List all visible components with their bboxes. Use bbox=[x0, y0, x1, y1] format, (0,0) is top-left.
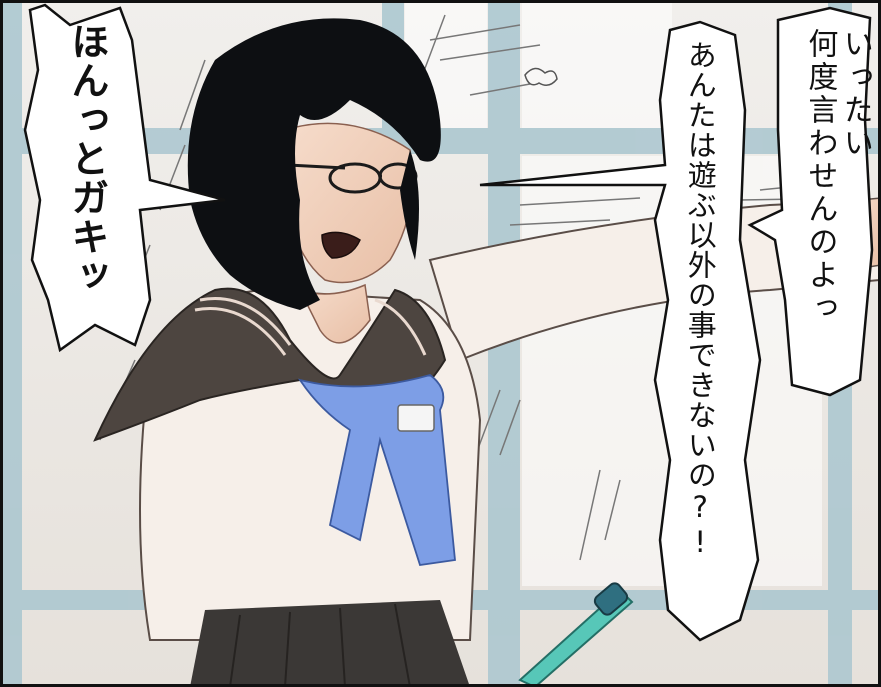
speech-bubble-left bbox=[23, 3, 226, 353]
sailor-collar bbox=[93, 287, 447, 442]
bubble-text-left: ほんっとガキッ bbox=[64, 22, 109, 295]
speech-bubble-right bbox=[747, 6, 874, 397]
face bbox=[284, 122, 414, 284]
hair bbox=[187, 18, 441, 310]
speech-bubble-center bbox=[479, 20, 762, 642]
glasses bbox=[287, 162, 418, 194]
puff-icon bbox=[524, 67, 558, 86]
scarf-clip bbox=[397, 404, 435, 432]
mouth bbox=[321, 231, 361, 259]
skirt-pleats bbox=[229, 603, 411, 687]
collar-stripes bbox=[194, 297, 427, 356]
bubble-text-center: あんたは遊ぶ以外の事できないの?! bbox=[683, 40, 718, 560]
skirt bbox=[190, 600, 470, 687]
bubble-text-right: いったい 何度言わせんのよっ bbox=[802, 28, 873, 325]
girl-figure bbox=[93, 18, 482, 687]
